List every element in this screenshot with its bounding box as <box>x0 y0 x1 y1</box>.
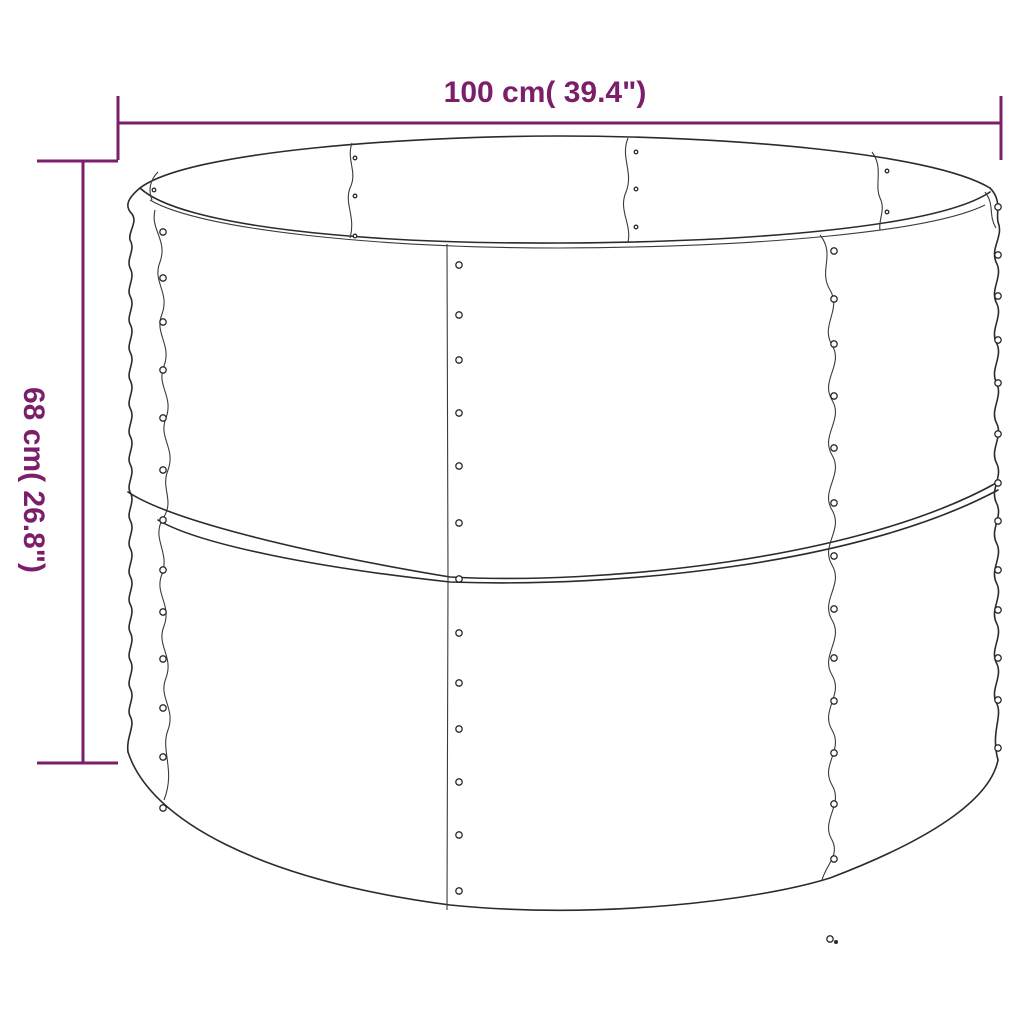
rivet <box>994 203 1002 211</box>
rivet <box>159 366 167 374</box>
right-inner-seam <box>984 191 997 229</box>
rivet <box>830 654 838 662</box>
rivet <box>455 725 463 733</box>
rivet <box>994 336 1002 344</box>
rivet <box>884 209 890 215</box>
rivet <box>455 679 463 687</box>
rivet <box>994 479 1002 487</box>
left-wall-corrugation <box>126 187 141 753</box>
rivet <box>151 187 157 193</box>
rivet <box>994 654 1002 662</box>
width-dimension-label: 100 cm( 39.4") <box>444 76 647 109</box>
rivet <box>455 409 463 417</box>
back-seam-left <box>347 142 354 239</box>
rivet <box>455 261 463 269</box>
left-seam <box>153 209 171 801</box>
rivet <box>455 356 463 364</box>
rivet <box>159 753 167 761</box>
loose-bolt-nut <box>834 940 838 944</box>
rivet <box>455 575 463 583</box>
rivet <box>159 228 167 236</box>
rivet <box>830 800 838 808</box>
rivet <box>455 629 463 637</box>
rivet <box>455 519 463 527</box>
rivet <box>830 499 838 507</box>
top-rim-front-edge <box>139 187 991 244</box>
rivets <box>151 149 1002 895</box>
rivet <box>994 744 1002 752</box>
back-seam-far-left <box>149 171 159 201</box>
rivet <box>159 804 167 812</box>
rivet <box>830 295 838 303</box>
rivet <box>159 318 167 326</box>
rivet <box>994 430 1002 438</box>
rivet <box>159 608 167 616</box>
rivet <box>159 516 167 524</box>
middle-band-upper <box>127 481 999 580</box>
width-dimension: 100 cm( 39.4") <box>116 76 1003 160</box>
rivet <box>830 247 838 255</box>
loose-bolt-head <box>826 935 834 943</box>
rivet <box>830 605 838 613</box>
rivet <box>830 552 838 560</box>
rivet <box>994 517 1002 525</box>
rivet <box>159 274 167 282</box>
rivet <box>994 251 1002 259</box>
rivet <box>455 887 463 895</box>
rivet <box>994 606 1002 614</box>
rivet <box>455 778 463 786</box>
rivet <box>633 186 639 192</box>
rivet <box>994 696 1002 704</box>
rivet <box>159 704 167 712</box>
middle-band-lower <box>157 489 999 584</box>
bottom-front-edge <box>127 751 999 912</box>
rivet <box>830 749 838 757</box>
back-seam-right <box>871 151 883 231</box>
rivet <box>830 855 838 863</box>
rivet <box>830 392 838 400</box>
rivet <box>830 444 838 452</box>
rivet <box>159 414 167 422</box>
rivet <box>994 379 1002 387</box>
loose-bolt <box>826 935 838 944</box>
planter-body <box>126 135 1001 912</box>
top-rim-back-edge <box>139 135 991 189</box>
center-seam <box>446 243 449 911</box>
rivet <box>633 149 639 155</box>
rivet <box>352 233 358 239</box>
rivet <box>994 292 1002 300</box>
rivet <box>455 831 463 839</box>
top-rim-inner-edge <box>149 199 986 249</box>
rivet <box>159 655 167 663</box>
height-dimension-label: 68 cm( 26.8") <box>17 387 50 573</box>
rivet <box>633 224 639 230</box>
rivet <box>884 168 890 174</box>
height-dimension: 68 cm( 26.8") <box>17 159 118 765</box>
right-wall-corrugation <box>989 187 1001 761</box>
back-seam-center <box>622 137 630 243</box>
rivet <box>455 311 463 319</box>
rivet <box>352 155 358 161</box>
rivet <box>830 340 838 348</box>
rivet <box>455 462 463 470</box>
rivet <box>159 466 167 474</box>
rivet <box>159 566 167 574</box>
rivet <box>994 566 1002 574</box>
rivet <box>830 697 838 705</box>
rivet <box>352 193 358 199</box>
